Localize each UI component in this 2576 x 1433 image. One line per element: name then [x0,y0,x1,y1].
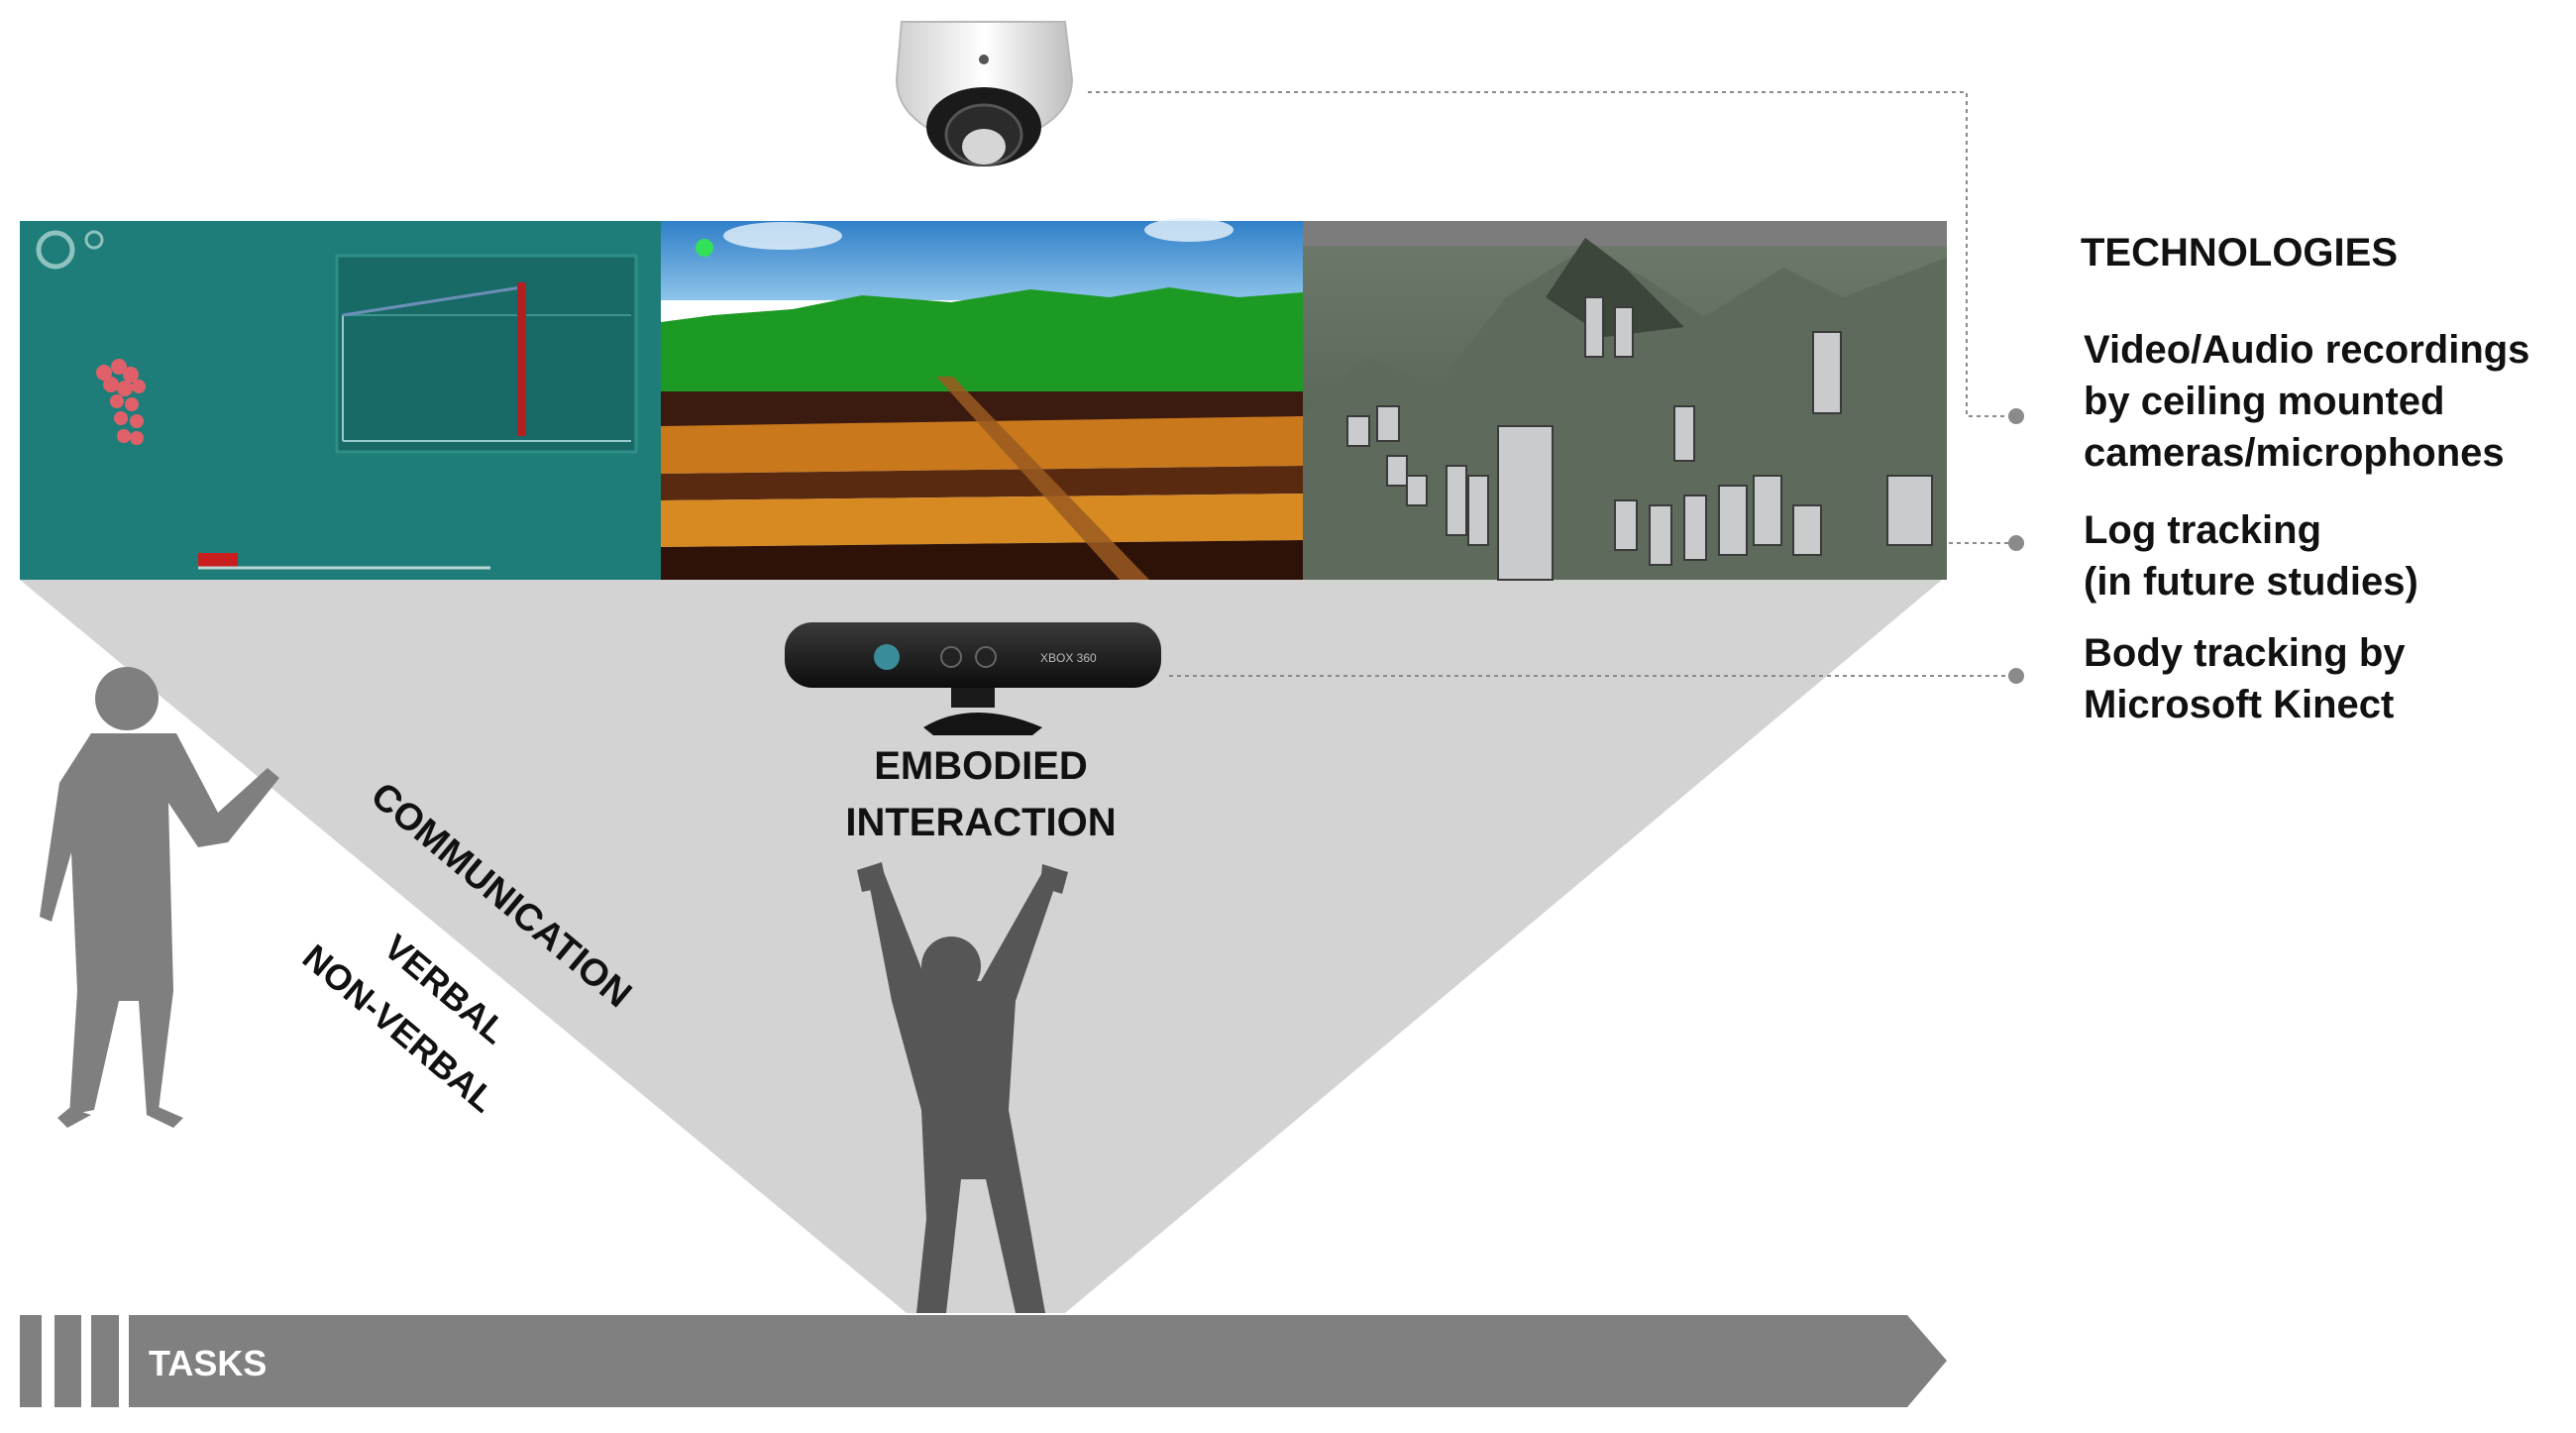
tasks-bar-stripe-1 [20,1315,42,1407]
panel-city [1303,221,1947,581]
technologies-legend: TECHNOLOGIES Video/Audio recordings by c… [2081,231,2529,726]
kinect-sensor-icon: XBOX 360 [785,622,1161,735]
tech-item-kinect-line-2: Microsoft Kinect [2084,683,2394,726]
graph-bar [517,282,526,436]
cheering-person-silhouette [857,862,1068,1313]
tech-item-video-line-1: Video/Audio recordings [2084,328,2529,372]
tasks-label: TASKS [149,1343,267,1383]
ceiling-camera-icon [895,21,1074,166]
tech-item-kinect-line-1: Body tracking by [2084,631,2406,675]
presenter-silhouette [40,667,279,1128]
leader-lines [1088,91,2016,677]
technologies-heading: TECHNOLOGIES [2081,231,2398,275]
leader-dots [2008,408,2024,684]
tasks-bar-stripe-3 [91,1315,119,1407]
embodied-line-1: EMBODIED [874,744,1088,788]
indicator-dot [696,239,713,257]
tech-item-video-line-3: cameras/microphones [2084,431,2505,475]
tech-item-log-line-2: (in future studies) [2084,560,2418,604]
city-buildings [1346,296,1933,581]
kinect-brand-label: XBOX 360 [1040,651,1097,665]
settings-icon [84,230,104,250]
slider-fill [198,553,238,567]
embodied-interaction-label: EMBODIED INTERACTION [845,744,1116,844]
panel-simulation [20,221,661,580]
particle-cluster [96,359,146,445]
tech-item-log-line-1: Log tracking [2084,508,2321,552]
projection-cone [20,580,1942,1313]
graph-window [335,254,638,454]
tasks-bar-arrow [129,1315,1947,1407]
tasks-bar-stripe-2 [54,1315,81,1407]
terrain-grass [661,287,1303,391]
fault-line [936,377,1149,580]
embodied-line-2: INTERACTION [845,801,1116,844]
leader-line-video [1088,91,2016,417]
tech-item-video-line-2: by ceiling mounted [2084,380,2444,423]
panel-geology [661,218,1303,580]
screen-panels [20,218,1947,581]
tasks-bar: TASKS [20,1315,1947,1407]
record-icon [36,230,75,270]
